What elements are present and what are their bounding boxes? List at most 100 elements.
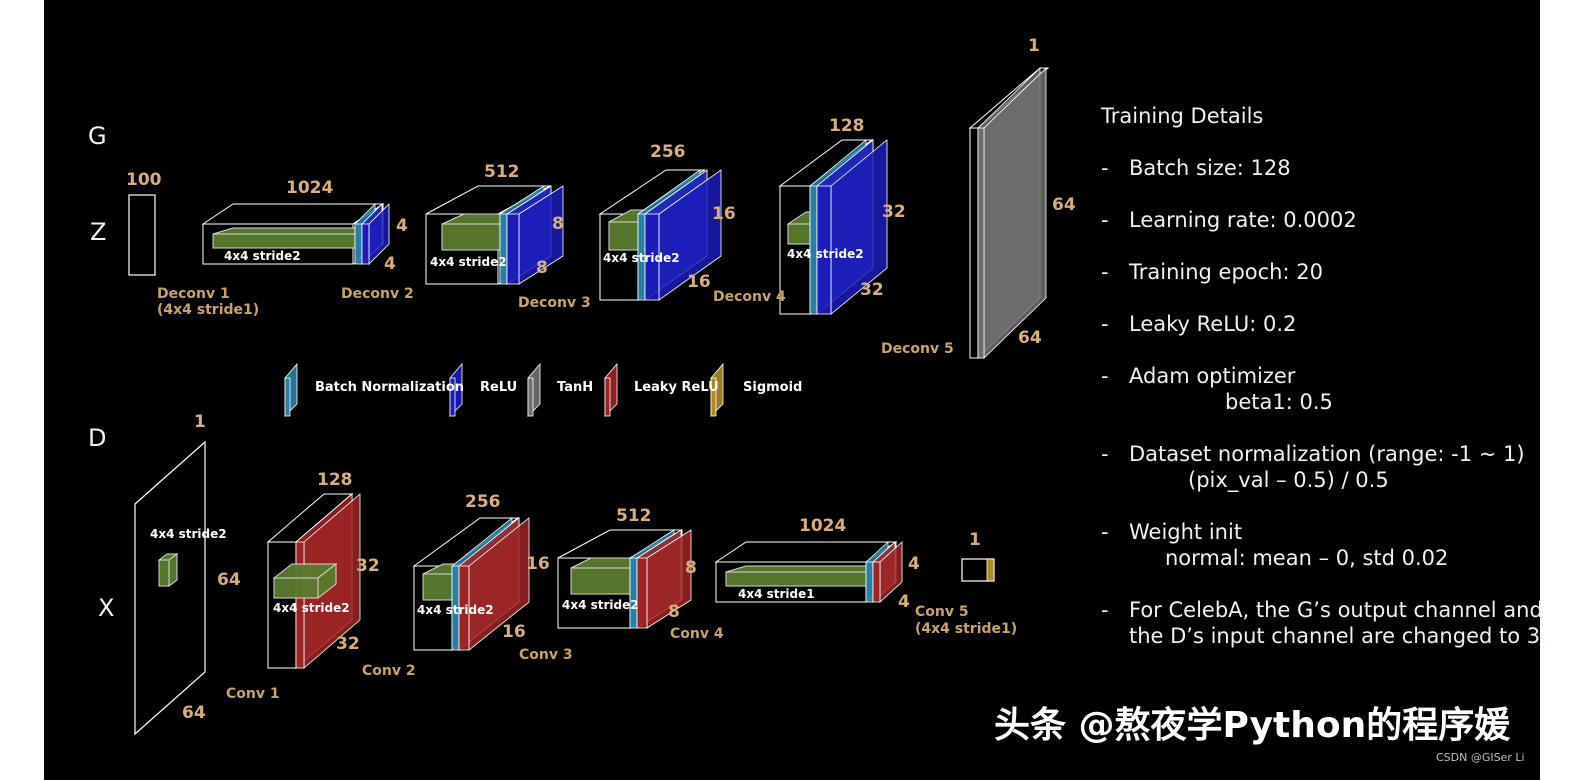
d-in-caption: Conv 1 [226,686,280,702]
training-title: Training Details [1101,104,1264,128]
x-label: X [98,594,115,622]
legend-swatch-edge-1 [449,377,456,417]
d4-inner: 4x4 stride1 [738,587,815,601]
g2-top: 512 [484,162,520,182]
d2-inner: 4x4 stride2 [417,603,494,617]
g1-relu-edge [361,223,370,265]
d4-leaky-edge [872,561,881,603]
d1-side: 32 [356,556,380,576]
d1-caption: Conv 2 [362,663,416,679]
legend-label-sigmoid: Sigmoid [743,380,803,395]
legend-label-relu: ReLU [480,380,518,395]
g-input-size: 100 [126,170,162,190]
bullet-6: - [1101,442,1109,466]
d3-leaky-edge [636,557,648,629]
legend-swatch-edge-2 [527,377,534,417]
z-input-rect [128,194,156,276]
deconv1-caption: Deconv 1 [157,286,230,302]
training-item-lr: Learning rate: 0.0002 [1129,208,1357,232]
legend-swatch-edge-4 [710,377,717,417]
bullet-5: - [1101,364,1109,388]
d3-top: 512 [616,506,652,526]
training-item-init: Weight init [1129,520,1243,544]
g3-top: 256 [650,142,686,162]
d-in-top: 1 [194,412,206,432]
discriminator-label: D [88,424,107,452]
deconv1-sub: (4x4 stride1) [157,302,260,318]
g1-bottom: 4 [384,254,396,274]
d1-top: 128 [317,470,353,490]
credit: CSDN @GISer Li [1436,751,1525,764]
training-sub-normal: normal: mean – 0, std 0.02 [1165,546,1449,570]
g3-relu-edge [644,213,660,301]
g1-bn-edge [354,223,363,265]
d3-side: 8 [685,558,697,578]
g-out-top: 1 [1028,36,1040,56]
watermark: 头条 @熬夜学Python的程序媛 [994,705,1511,746]
g2-bottom: 8 [536,258,548,278]
training-item-leaky: Leaky ReLU: 0.2 [1129,312,1297,336]
g-out-bottom: 64 [1018,328,1042,348]
generator-label: G [88,122,107,150]
training-sub-beta: beta1: 0.5 [1225,390,1333,414]
d-out-size: 1 [969,530,981,550]
d-in-kernel-front [158,559,170,587]
g1-box-top [201,203,385,225]
d4-bottom: 4 [898,592,910,612]
g-out-side: 64 [1052,195,1076,215]
g-out-front [969,127,979,359]
g4-bottom: 32 [860,280,884,300]
g2-caption: Deconv 3 [518,295,591,311]
d4-top: 1024 [799,516,847,536]
legend-swatch-edge-0 [284,377,291,417]
g-out-tanh-edge [977,127,985,359]
d1-kernel-front [273,577,319,599]
bullet-1: - [1101,156,1109,180]
g2-side: 8 [552,214,564,234]
bullet-7: - [1101,520,1109,544]
g4-top: 128 [829,116,865,136]
training-sub-celeba: the D’s input channel are changed to 3. [1129,624,1547,648]
d2-bottom: 16 [502,622,526,642]
d3-kernel-front [570,567,632,595]
d-in-bottom: 64 [182,703,206,723]
legend-swatch-edge-3 [604,377,611,417]
g2-relu-edge [506,213,520,285]
g1-inner: 4x4 stride2 [224,249,301,263]
d1-leaky-edge [295,541,305,669]
slide-canvas: G Z D X 100 Deconv 1 (4x4 stride1) 1024 … [44,0,1547,780]
g1-top: 1024 [286,178,334,198]
d-in-inner: 4x4 stride2 [150,527,227,541]
g1-kernel-front [212,233,364,249]
d4-bn-edge [865,561,874,603]
g2-bn-edge [499,213,508,285]
network-diagram [128,67,1050,736]
d-out-sigmoid [986,558,995,582]
training-item-epoch: Training epoch: 20 [1129,260,1323,284]
g-out-tanh-back [983,67,1047,359]
d-in-kernel-side [168,553,178,587]
g3-side: 16 [712,204,736,224]
z-label: Z [90,218,107,246]
d3-caption: Conv 4 [670,626,724,642]
bullet-8: - [1101,598,1109,622]
d4-caption-sub: (4x4 stride1) [915,621,1018,637]
d3-inner: 4x4 stride2 [562,598,639,612]
d2-leaky-edge [458,565,470,651]
g2-inner: 4x4 stride2 [430,255,507,269]
d3-bn-edge [629,557,638,629]
d4-kernel-front [725,571,877,587]
legend-label-tanh: TanH [557,380,594,395]
training-item-adam: Adam optimizer [1129,364,1296,388]
legend-label-leaky: Leaky ReLU [634,380,719,395]
d2-caption: Conv 3 [519,647,573,663]
d1-bottom: 32 [336,634,360,654]
d4-side: 4 [908,554,920,574]
g4-side: 32 [882,202,906,222]
bullet-2: - [1101,208,1109,232]
g3-inner: 4x4 stride2 [603,251,680,265]
g4-caption: Deconv 5 [881,341,954,357]
training-item-celeba: For CelebA, the G’s output channel and [1129,598,1543,622]
d3-bottom: 8 [668,602,680,622]
bullet-4: - [1101,312,1109,336]
